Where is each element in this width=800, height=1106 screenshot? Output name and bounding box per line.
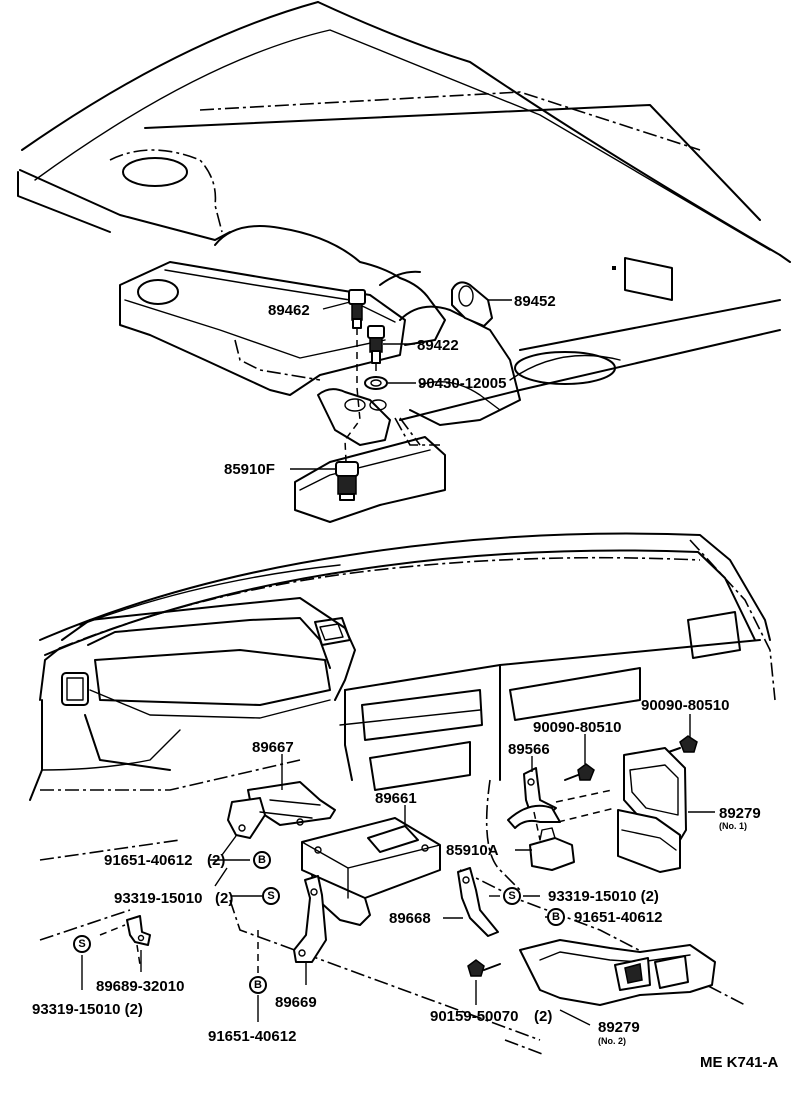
part-label-91651-40612-right: 91651-40612 (574, 909, 662, 926)
symbol-b-2: B (547, 908, 565, 926)
knock-sensor-89452-drawing (451, 281, 493, 327)
sensor-85910F-drawing (335, 461, 359, 501)
symbol-s-3: S (73, 935, 91, 953)
bracket-89667-drawing (227, 781, 336, 839)
part-label-90430-12005: 90430-12005 (418, 375, 506, 392)
svg-text:B: B (254, 979, 262, 991)
part-label-89422: 89422 (417, 337, 459, 354)
svg-text:B: B (258, 854, 266, 866)
symbol-s-2: S (503, 887, 521, 905)
svg-text:S: S (508, 890, 515, 902)
cover-89279-no2-drawing (519, 939, 716, 1006)
part-sublabel-89279-no1: (No. 1) (719, 821, 747, 831)
holder-89566-drawing (507, 767, 561, 829)
symbol-b-3: B (249, 976, 267, 994)
part-label-93319-15010-bottom: 93319-15010 (2) (32, 1001, 143, 1018)
part-label-89667: 89667 (252, 739, 294, 756)
part-label-90159-50070: 90159-50070 (430, 1008, 518, 1025)
ecu-89661-drawing (301, 817, 441, 926)
assembly-line (533, 789, 613, 841)
part-label-89462: 89462 (268, 302, 310, 319)
part-label-90090-80510-lower: 90090-80510 (533, 719, 621, 736)
bracket-89689-drawing (126, 915, 151, 946)
part-qty-93319-left: (2) (215, 890, 233, 907)
part-label-89661: 89661 (375, 790, 417, 807)
dashboard-drawing (29, 532, 776, 1056)
symbol-b-1: B (253, 851, 271, 869)
symbol-s-1: S (262, 887, 280, 905)
svg-text:B: B (552, 911, 560, 923)
part-sublabel-89279-no2: (No. 2) (598, 1036, 626, 1046)
svg-text:S: S (267, 890, 274, 902)
engine-bay-drawing (17, 1, 791, 523)
figure-code: ME K741-A (700, 1054, 779, 1071)
part-qty-91651-upper: (2) (207, 852, 225, 869)
assembly-line (344, 328, 361, 463)
part-label-85910A: 85910A (446, 842, 499, 859)
svg-text:S: S (78, 938, 85, 950)
sensor-89462-drawing (348, 289, 366, 329)
part-label-85910F: 85910F (224, 461, 275, 478)
part-qty-90159: (2) (534, 1008, 552, 1025)
part-label-89566: 89566 (508, 741, 550, 758)
assembly-line (99, 924, 259, 980)
part-label-93319-15010-left: 93319-15010 (114, 890, 202, 907)
part-label-89279-no2: 89279 (598, 1019, 640, 1036)
part-label-89452: 89452 (514, 293, 556, 310)
sensor-89422-drawing (367, 325, 385, 364)
part-label-91651-40612-upper: 91651-40612 (104, 852, 192, 869)
bolt-90090-lower-drawing (564, 763, 595, 781)
leader-lines (81, 299, 715, 1026)
part-label-90090-80510-upper: 90090-80510 (641, 697, 729, 714)
part-label-89669: 89669 (275, 994, 317, 1011)
part-label-89279-no1: 89279 (719, 805, 761, 822)
assembly-line (557, 807, 616, 823)
bracket-89668-drawing (457, 867, 499, 937)
bracket-89669-drawing (293, 875, 327, 963)
part-label-91651-40612-bottom: 91651-40612 (208, 1028, 296, 1045)
cover-89279-no1-drawing (617, 747, 687, 873)
sensor-85910A-drawing (529, 827, 575, 871)
part-label-93319-15010-right: 93319-15010 (2) (548, 888, 659, 905)
gasket-90430-drawing (364, 376, 388, 390)
part-label-89668: 89668 (389, 910, 431, 927)
part-label-89689-32010: 89689-32010 (96, 978, 184, 995)
bolt-90159-drawing (467, 959, 501, 977)
